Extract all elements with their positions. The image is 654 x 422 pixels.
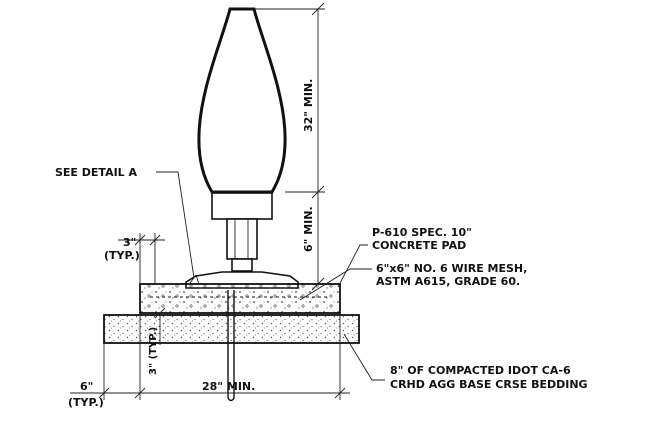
fixture-coupling [231,258,253,272]
fixture-stem [226,218,258,260]
mesh-label-2: ASTM A615, GRADE 60. [376,275,520,288]
dim-32-min-label: 32" MIN. [302,79,315,132]
pad-spec-label-2: CONCRETE PAD [372,239,466,252]
dim-28-min-label: 28" MIN. [202,380,255,393]
dim-6-min-label: 6" MIN. [302,206,315,252]
concrete-pad [139,283,341,314]
pad-spec-label-1: P-610 SPEC. 10" [372,226,472,239]
fixture-base-block [211,192,273,220]
base-label-1: 8" OF COMPACTED IDOT CA-6 [390,364,571,377]
conduit [227,290,235,398]
aggregate-base [103,314,360,344]
lamp-globe [197,7,287,194]
base-label-2: CRHD AGG BASE CRSE BEDDING [390,378,588,391]
dim-6-typ-sub: (TYP.) [68,396,104,409]
mesh-label-1: 6"x6" NO. 6 WIRE MESH, [376,262,527,275]
dim-6-typ-label: 6" [80,380,93,393]
mesh-leader [299,268,372,301]
dim-3-typ-top-label: 3" [123,236,136,249]
see-detail-label: SEE DETAIL A [55,166,138,179]
pad-spec-leader [337,244,368,288]
base-leader [343,333,385,381]
dim-3-typ-side-label: 3" (TYP.) [148,327,159,375]
see-detail-leader [156,171,195,279]
dim-3-typ-top-sub: (TYP.) [104,249,140,262]
